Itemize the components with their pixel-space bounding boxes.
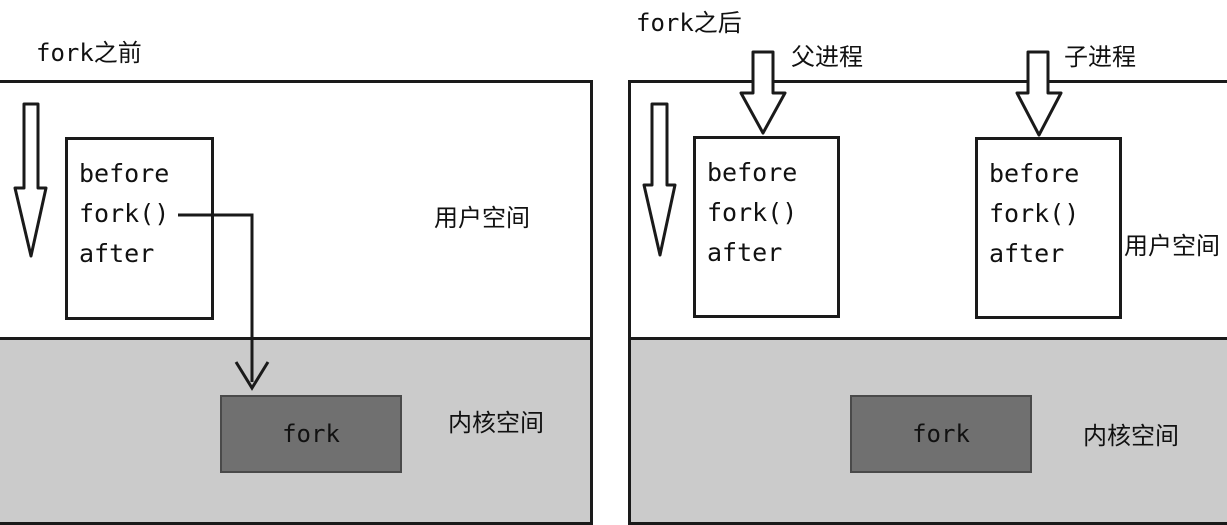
process-code-box: before fork() after <box>65 137 214 320</box>
user-space-label: 用户空间 <box>434 204 530 232</box>
parent-down-arrow <box>739 50 787 135</box>
before-fork-panel: before fork() after fork 用户空间 内核空间 <box>0 80 593 525</box>
child-process-label: 子进程 <box>1064 43 1136 71</box>
code-line-fork: fork() <box>79 199 170 228</box>
fork-call-arrow <box>178 213 254 382</box>
kernel-space-label: 内核空间 <box>1083 422 1179 450</box>
kernel-space-label: 内核空间 <box>448 409 544 437</box>
code-line-before: before <box>79 159 170 188</box>
code-line-after: after <box>707 238 783 267</box>
execution-flow-arrow <box>13 102 48 258</box>
after-fork-panel: before fork() after before fork() after … <box>628 80 1227 525</box>
child-down-arrow <box>1015 50 1063 137</box>
code-line-before: before <box>707 158 798 187</box>
fork-call-arrowhead <box>234 361 270 391</box>
execution-flow-arrow <box>642 102 677 257</box>
code-line-after: after <box>989 239 1065 268</box>
code-line-before: before <box>989 159 1080 188</box>
code-line-fork: fork() <box>707 198 798 227</box>
child-code-box: before fork() after <box>975 137 1122 319</box>
code-line-after: after <box>79 239 155 268</box>
parent-code-box: before fork() after <box>693 136 840 318</box>
code-line-fork: fork() <box>989 199 1080 228</box>
before-fork-title: fork之前 <box>36 39 142 67</box>
parent-process-label: 父进程 <box>791 43 863 71</box>
after-fork-title: fork之后 <box>636 9 742 37</box>
user-space-label: 用户空间 <box>1124 232 1220 260</box>
kernel-fork-box: fork <box>850 395 1032 473</box>
kernel-fork-box: fork <box>220 395 402 473</box>
